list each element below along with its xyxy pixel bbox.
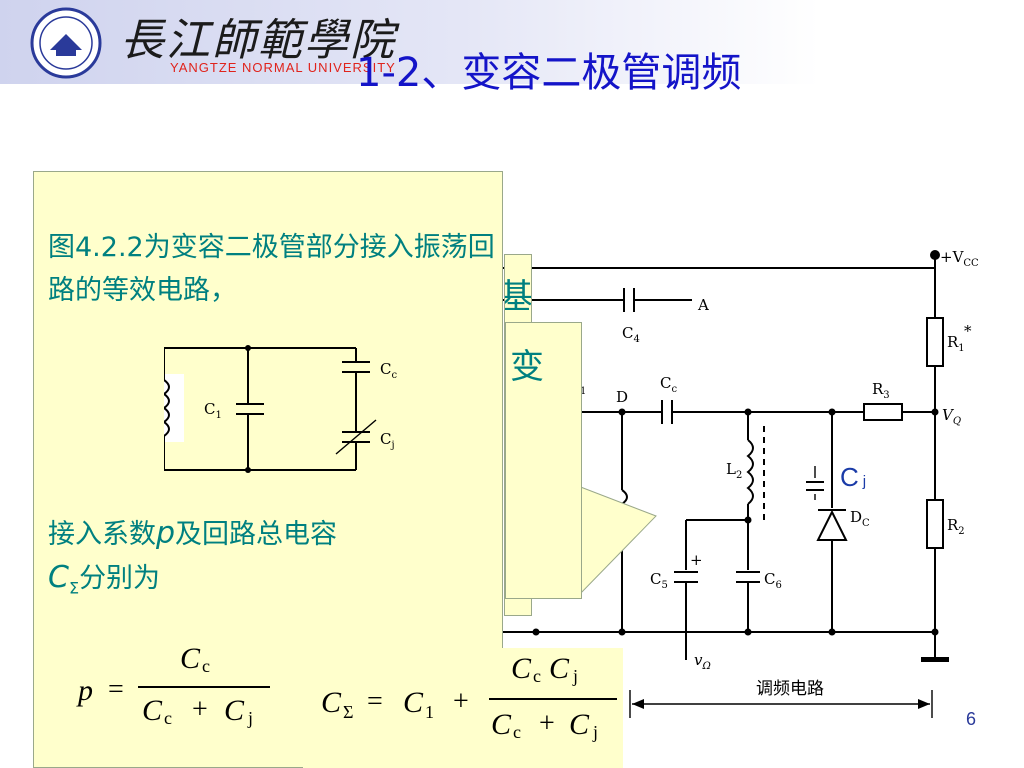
svg-text:A: A (697, 296, 709, 314)
inductor-l2 (746, 439, 754, 505)
svg-text:L2: L2 (726, 460, 742, 481)
coupling-coefficient-equation: p = C c C c + C j (34, 640, 304, 760)
svg-text:+: + (690, 551, 703, 569)
school-name-english: YANGTZE NORMAL UNIVERSITY (170, 60, 396, 75)
svg-text:DC: DC (850, 508, 870, 529)
explanation-paragraph-1: 图4.2.2为变容二极管部分接入振荡回路的等效电路， (48, 232, 495, 306)
school-name-logo: 長江師範學院 (120, 15, 396, 66)
svg-text:C4: C4 (622, 324, 640, 345)
svg-text:Cc: Cc (660, 374, 677, 395)
svg-text:C6: C6 (764, 570, 782, 591)
svg-text:Cj: Cj (380, 430, 395, 451)
svg-text:1: 1 (580, 386, 586, 397)
slide-title: 1-2、变容二极管调频 (356, 50, 742, 96)
svg-text:VQ: VQ (942, 406, 961, 427)
svg-text:vΩ: vΩ (694, 651, 711, 672)
svg-text:+VCC: +VCC (940, 248, 979, 269)
total-capacitance-equation: C Σ = C 1 + C c C j C c + C j (303, 648, 623, 768)
explanation-paragraph-2: 接入系数p及回路总电容 CΣ分别为 (48, 516, 338, 598)
equivalent-circuit-diagram: L1 C1 Cc Cj (164, 345, 397, 473)
svg-text:*: * (964, 322, 972, 340)
svg-text:D: D (616, 388, 628, 406)
ground-symbol (921, 657, 949, 662)
header-band: 長江師範學院 YANGTZE NORMAL UNIVERSITY 1-2、变容二… (0, 0, 1024, 96)
svg-text:C5: C5 (650, 570, 668, 591)
svg-text:R3: R3 (872, 380, 890, 401)
svg-text:C1: C1 (204, 400, 222, 421)
university-seal-logo (30, 7, 102, 79)
svg-text:Cc: Cc (380, 360, 397, 381)
circuit-caption: 调频电路 (756, 679, 824, 699)
back-note-panel-2: 变 (505, 322, 582, 599)
svg-text:R2: R2 (947, 516, 965, 537)
inductor-l1 (164, 379, 170, 437)
page-number: 6 (966, 709, 977, 729)
svg-text:R1: R1 (947, 333, 965, 354)
